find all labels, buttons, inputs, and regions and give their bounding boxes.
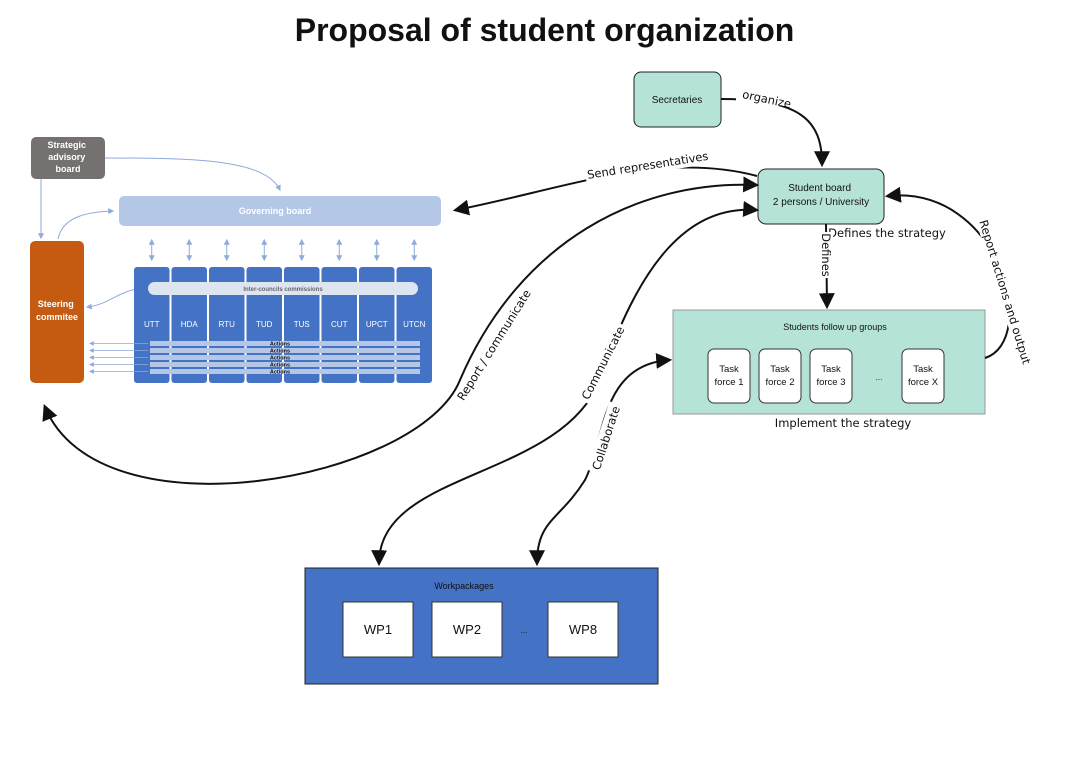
university-label: UTCN xyxy=(403,320,425,329)
page-title: Proposal of student organization xyxy=(294,12,795,48)
workpackage-ellipsis: ... xyxy=(521,626,528,635)
university-label: RTU xyxy=(219,320,236,329)
strategic-advisory-board-label: Strategic advisory board xyxy=(47,140,88,174)
task-force-ellipsis: ... xyxy=(876,373,883,382)
collaborate-arrow xyxy=(529,352,673,567)
advisory-to-governing-arrow xyxy=(104,157,281,192)
workpackage-box xyxy=(547,601,619,658)
steering-to-governing-arrow xyxy=(57,208,115,240)
defines-label: Defines xyxy=(819,233,833,277)
task-force-box xyxy=(901,348,945,404)
actions-label: Actions xyxy=(270,356,290,362)
governing-board-label: Governing board xyxy=(239,206,312,216)
workpackage-items: WP1 WP2 WP8 xyxy=(342,601,619,658)
workpackage-label: WP2 xyxy=(453,622,481,637)
workpackage-label: WP8 xyxy=(569,622,597,637)
send-representatives-label: Send representatives xyxy=(586,149,709,182)
workpackage-label: WP1 xyxy=(364,622,392,637)
university-label: TUS xyxy=(294,320,310,329)
governing-university-arrows xyxy=(148,238,418,262)
collaborate-label: Collaborate xyxy=(589,404,623,471)
actions-label: Actions xyxy=(270,349,290,355)
actions-label: Actions xyxy=(270,370,290,376)
student-board-label: Student board 2 persons / University xyxy=(773,183,869,208)
workpackage-box xyxy=(342,601,414,658)
university-label: CUT xyxy=(331,320,348,329)
strategic-advisory-board xyxy=(31,137,105,179)
task-force-box xyxy=(809,348,853,404)
workpackage-box xyxy=(431,601,503,658)
organize-arrow xyxy=(720,98,830,168)
report-communicate-label: Report / communicate xyxy=(454,287,534,403)
university-label: UTT xyxy=(144,320,160,329)
actions-label: Actions xyxy=(270,342,290,348)
university-label: UPCT xyxy=(366,320,388,329)
defines-strategy-label: Defines the strategy xyxy=(828,226,946,240)
task-force-box xyxy=(707,348,751,404)
actions-label: Actions xyxy=(270,363,290,369)
university-label: TUD xyxy=(256,320,273,329)
university-label: HDA xyxy=(181,320,199,329)
implement-strategy-caption: Implement the strategy xyxy=(775,416,912,430)
follow-up-groups-title: Students follow up groups xyxy=(783,322,887,332)
secretaries-label: Secretaries xyxy=(652,95,703,106)
task-force-box xyxy=(758,348,802,404)
communicate-label: Communicate xyxy=(579,324,628,402)
inter-councils-label: Inter-councils commissions xyxy=(243,287,323,293)
workpackages-title: Workpackages xyxy=(434,581,494,591)
